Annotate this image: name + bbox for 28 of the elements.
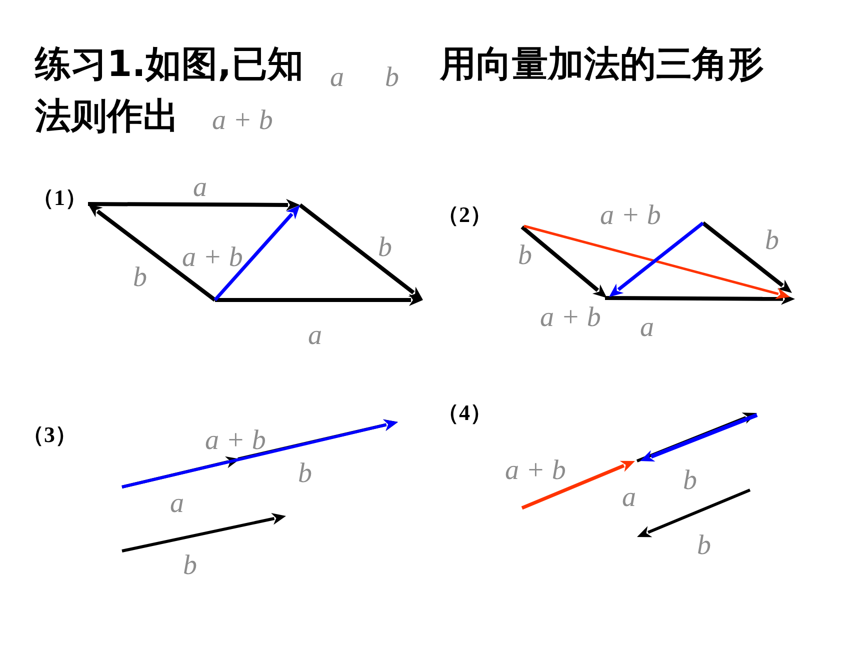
vector-label: a + b xyxy=(212,105,273,137)
vector-label: b xyxy=(385,62,399,94)
vector-label: a + b xyxy=(540,302,601,334)
vector-label: b xyxy=(697,530,711,562)
vector-label: a xyxy=(308,320,322,352)
vector-label: b xyxy=(298,458,312,490)
title-text: 用向量加法的三角形 xyxy=(440,43,764,87)
vector-label: a xyxy=(193,172,207,204)
vector-label: a xyxy=(330,62,344,94)
vector-label: a + b xyxy=(205,425,266,457)
part-number: （4） xyxy=(437,399,492,427)
vector-label: a + b xyxy=(505,455,566,487)
title-text: 练习1.如图,已知 xyxy=(35,43,304,87)
vector-label: b xyxy=(683,465,697,497)
title-text: 法则作出 xyxy=(35,95,179,139)
vector-label: b xyxy=(183,550,197,582)
vector-label: b xyxy=(765,225,779,257)
part-number: （3） xyxy=(22,421,77,449)
vector-label: a xyxy=(640,312,654,344)
vector-label: b xyxy=(133,262,147,294)
part-number: （2） xyxy=(437,201,492,229)
vector-label: a + b xyxy=(600,200,661,232)
vector-label: a + b xyxy=(182,242,243,274)
vector-label: b xyxy=(378,232,392,264)
part-number: （1） xyxy=(32,184,87,212)
vector-label: a xyxy=(170,488,184,520)
vector-label: b xyxy=(518,240,532,272)
vector-label: a xyxy=(622,482,636,514)
